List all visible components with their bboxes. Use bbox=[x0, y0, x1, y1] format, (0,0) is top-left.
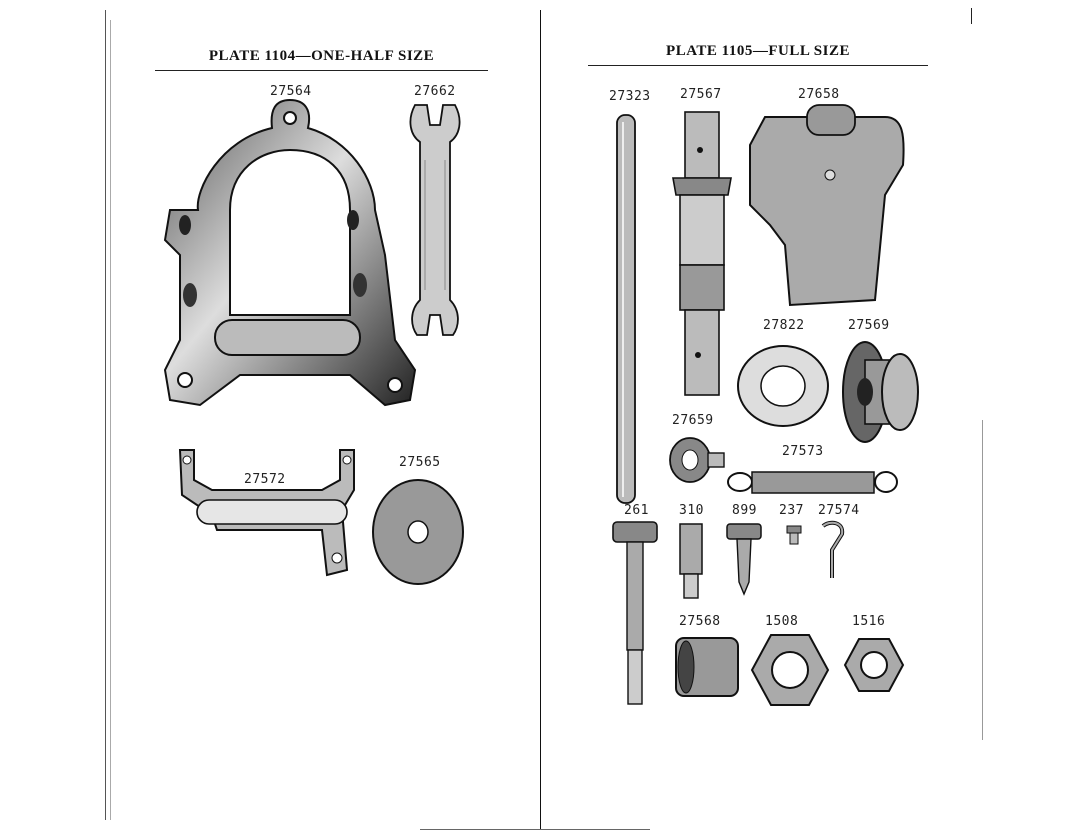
part-number-label: 27564 bbox=[270, 84, 312, 99]
part-number-label: 1516 bbox=[852, 614, 886, 629]
bushing-illustration bbox=[675, 637, 739, 697]
part-number-label: 27658 bbox=[798, 87, 840, 102]
part-number-label: 27574 bbox=[818, 503, 860, 518]
part-number-label: 1508 bbox=[765, 614, 799, 629]
small-screw-illustration bbox=[786, 525, 802, 545]
part-number-label: 310 bbox=[679, 503, 704, 518]
shuttle-carrier-illustration bbox=[749, 104, 905, 307]
right-page-edge bbox=[982, 420, 983, 740]
part-number-label: 27572 bbox=[244, 472, 286, 487]
threaded-shaft-illustration bbox=[672, 111, 732, 396]
part-number-label: 27568 bbox=[679, 614, 721, 629]
part-number-label: 27659 bbox=[672, 413, 714, 428]
part-number-label: 27662 bbox=[414, 84, 456, 99]
part-number-label: 27567 bbox=[680, 87, 722, 102]
hook-illustration bbox=[821, 520, 845, 578]
part-number-label: 261 bbox=[624, 503, 649, 518]
part-number-label: 27323 bbox=[609, 89, 651, 104]
left-page-edge bbox=[105, 10, 106, 820]
left-page-edge-inner bbox=[110, 20, 111, 820]
ring-washer-illustration bbox=[737, 345, 829, 427]
right-edge-mark bbox=[971, 8, 972, 24]
right-plate-rule bbox=[588, 65, 928, 66]
bracket-frame-illustration bbox=[163, 98, 417, 407]
grooved-pulley-illustration bbox=[842, 341, 919, 443]
part-number-label: 27569 bbox=[848, 318, 890, 333]
threaded-stud-illustration bbox=[679, 523, 703, 599]
felt-washer-illustration bbox=[372, 479, 464, 585]
left-plate-title: PLATE 1104—ONE-HALF SIZE bbox=[208, 48, 435, 64]
left-plate-rule bbox=[155, 70, 488, 71]
set-collar-illustration bbox=[669, 437, 725, 483]
tension-spring-illustration bbox=[727, 471, 898, 494]
center-gutter bbox=[540, 10, 541, 830]
part-number-label: 27822 bbox=[763, 318, 805, 333]
long-rod-illustration bbox=[616, 114, 636, 504]
thumb-screw-illustration bbox=[726, 523, 762, 596]
small-hex-nut-illustration bbox=[843, 638, 905, 692]
large-hex-nut-illustration bbox=[750, 634, 830, 706]
right-plate-title: PLATE 1105—FULL SIZE bbox=[666, 43, 850, 59]
wrench-illustration bbox=[409, 104, 461, 336]
axle-bracket-illustration bbox=[178, 449, 355, 577]
part-number-label: 27573 bbox=[782, 444, 824, 459]
part-number-label: 899 bbox=[732, 503, 757, 518]
part-number-label: 237 bbox=[779, 503, 804, 518]
part-number-label: 27565 bbox=[399, 455, 441, 470]
long-thumb-screw-illustration bbox=[612, 521, 658, 705]
bottom-edge-mark bbox=[420, 829, 650, 830]
